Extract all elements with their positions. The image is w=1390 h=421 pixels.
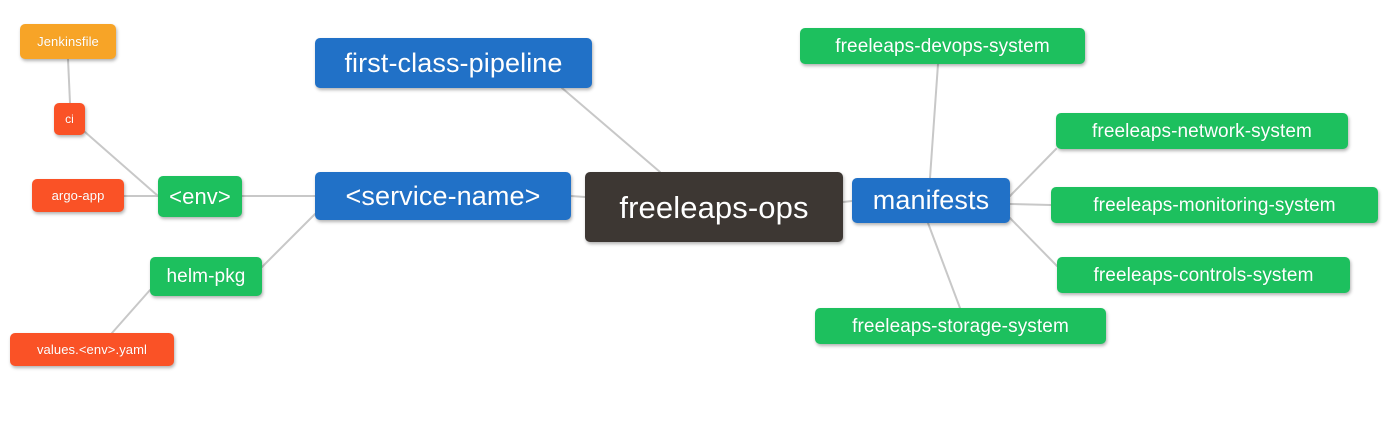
edge-service-name-to-helm-pkg [261,213,316,268]
edge-helm-pkg-to-values-env-yaml [111,289,151,334]
edge-manifests-to-storage-system [927,222,961,309]
node-values-env-yaml[interactable]: values.<env>.yaml [10,333,174,366]
node-manifests[interactable]: manifests [852,178,1010,223]
edge-manifests-to-network-system [1009,148,1057,197]
node-freeleaps-ops[interactable]: freeleaps-ops [585,172,843,242]
node-storage-system[interactable]: freeleaps-storage-system [815,308,1106,344]
node-env[interactable]: <env> [158,176,242,217]
edge-manifests-to-devops-system [929,63,939,179]
node-jenkinsfile[interactable]: Jenkinsfile [20,24,116,59]
edge-jenkinsfile-to-ci [67,58,71,104]
edge-manifests-to-controls-system [1009,217,1058,267]
node-helm-pkg[interactable]: helm-pkg [150,257,262,296]
edge-service-name-to-freeleaps-ops [570,195,586,198]
node-ci[interactable]: ci [54,103,85,135]
edge-freeleaps-ops-to-manifests [842,200,853,203]
node-devops-system[interactable]: freeleaps-devops-system [800,28,1085,64]
node-network-system[interactable]: freeleaps-network-system [1056,113,1348,149]
node-monitoring-system[interactable]: freeleaps-monitoring-system [1051,187,1378,223]
node-argo-app[interactable]: argo-app [32,179,124,212]
edge-manifests-to-monitoring-system [1009,203,1052,206]
node-controls-system[interactable]: freeleaps-controls-system [1057,257,1350,293]
edge-first-class-pipeline-to-freeleaps-ops [561,87,661,173]
node-first-class-pipeline[interactable]: first-class-pipeline [315,38,592,88]
node-service-name[interactable]: <service-name> [315,172,571,220]
